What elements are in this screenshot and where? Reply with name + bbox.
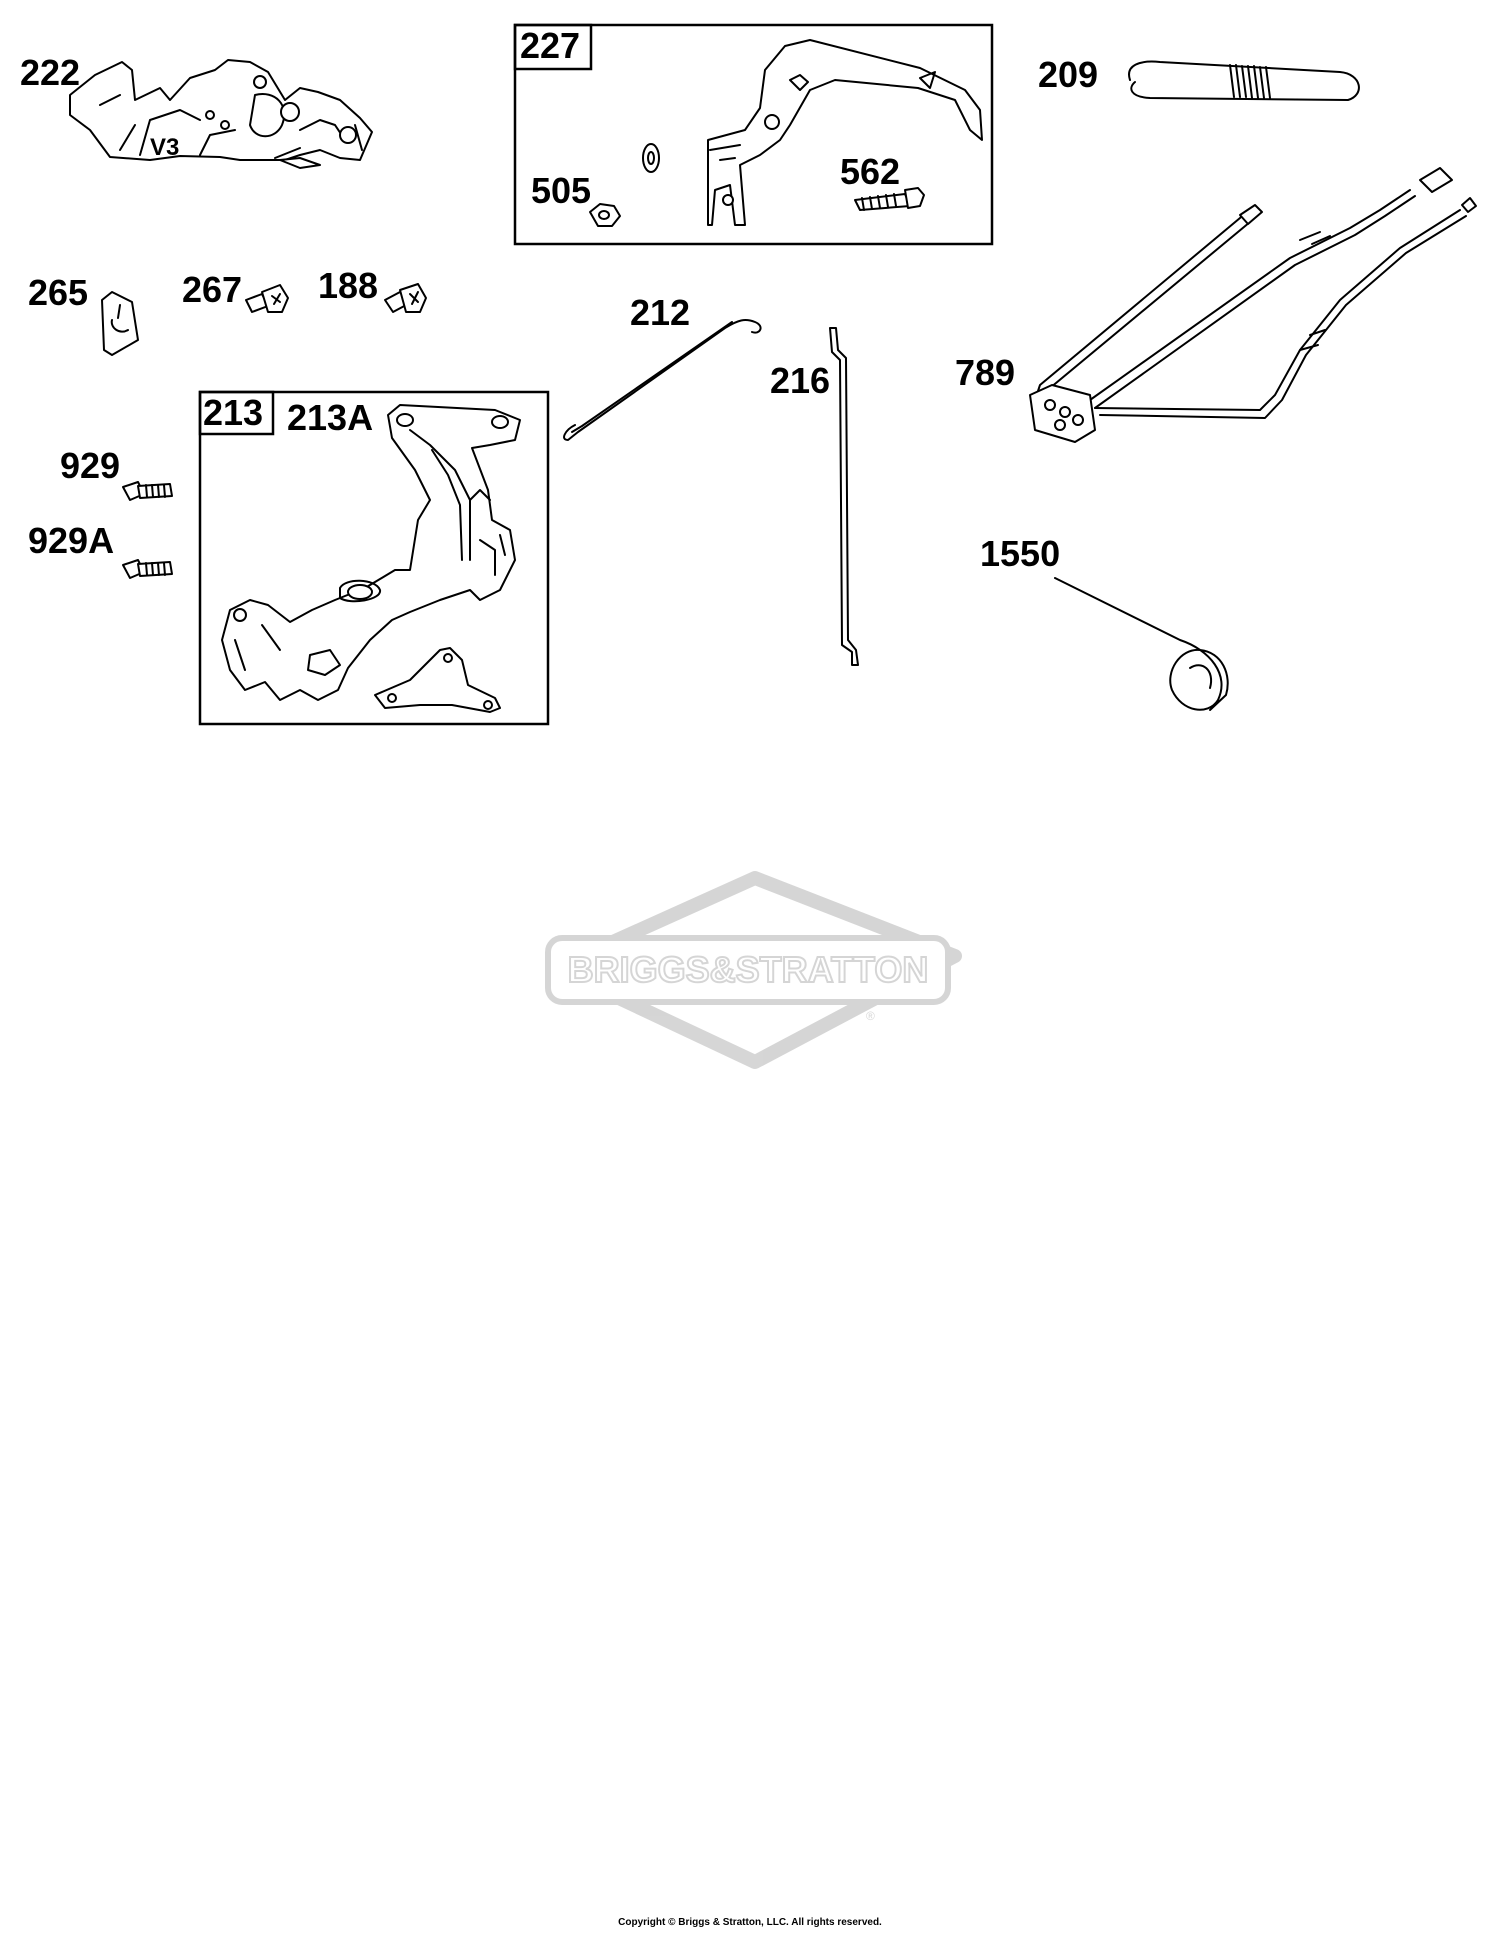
group-box-213-title-frame <box>198 390 275 436</box>
callout-v3: V3 <box>150 134 179 161</box>
part-265-cable-clip <box>101 291 139 356</box>
part-213a-link-plate <box>374 647 501 713</box>
part-1550-spring <box>1054 577 1229 711</box>
callout-929: 929 <box>60 445 120 486</box>
callout-1550: 1550 <box>980 533 1060 574</box>
callout-267: 267 <box>182 269 242 310</box>
part-188-screw <box>384 283 427 313</box>
callout-222: 222 <box>20 52 80 93</box>
callout-265: 265 <box>28 272 88 313</box>
part-216-throttle-rod <box>829 327 859 666</box>
copyright-footer: Copyright © Briggs & Stratton, LLC. All … <box>618 1917 882 1928</box>
callout-212: 212 <box>630 292 690 333</box>
part-227-control-bracket <box>707 39 983 226</box>
group-box-227 <box>513 23 994 246</box>
group-box-227-title-frame <box>513 23 593 71</box>
part-789-wiring-harness <box>1029 167 1477 443</box>
part-213-control-bracket <box>221 404 521 701</box>
svg-text:®: ® <box>866 1009 875 1023</box>
callout-562: 562 <box>840 151 900 192</box>
part-washer-227 <box>642 143 660 173</box>
part-929a-bolt <box>122 559 173 579</box>
group-box-213 <box>198 390 550 726</box>
callout-227: 227 <box>520 25 580 66</box>
part-929-bolt <box>122 481 173 501</box>
callout-188: 188 <box>318 265 378 306</box>
part-505-nut <box>589 203 621 227</box>
callout-929a: 929A <box>28 520 114 561</box>
callout-789: 789 <box>955 352 1015 393</box>
part-562-screw <box>854 187 925 211</box>
callout-505: 505 <box>531 170 591 211</box>
briggs-stratton-watermark-logo: BRIGGS&STRATTON ® <box>545 871 962 1069</box>
part-267-screw <box>245 284 289 313</box>
callout-213a: 213A <box>287 397 373 438</box>
callout-213: 213 <box>203 392 263 433</box>
part-212-governor-link <box>563 319 762 441</box>
part-222-governor-bracket <box>69 59 373 169</box>
part-209-spring <box>1128 60 1360 101</box>
callout-209: 209 <box>1038 54 1098 95</box>
svg-text:BRIGGS&STRATTON: BRIGGS&STRATTON <box>568 949 929 990</box>
callout-216: 216 <box>770 360 830 401</box>
